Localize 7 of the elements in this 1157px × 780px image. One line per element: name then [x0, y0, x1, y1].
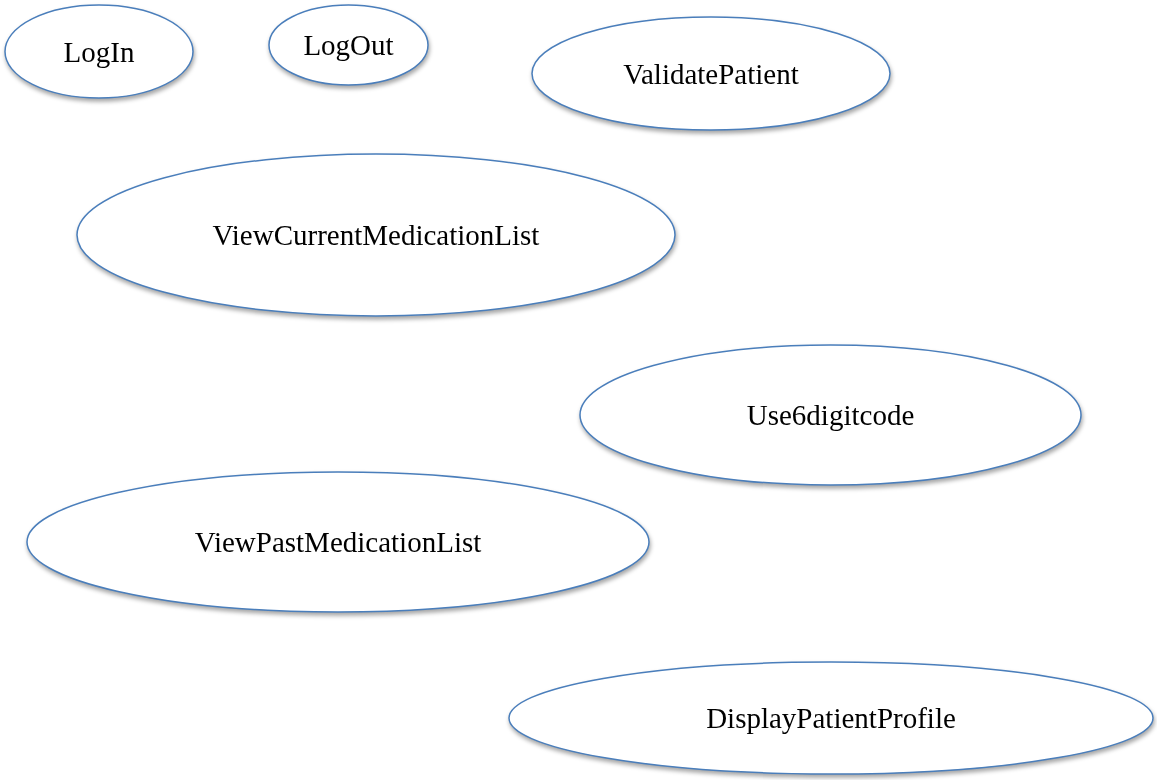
use-case-label: Use6digitcode [745, 398, 916, 432]
use-case-label: DisplayPatientProfile [705, 701, 957, 735]
use-case-label: ViewPastMedicationList [193, 525, 483, 559]
use-case-label: LogIn [62, 35, 136, 68]
use-case-label: LogOut [302, 28, 395, 62]
use-case-label: ValidatePatient [622, 57, 800, 90]
use-case-label: ViewCurrentMedicationList [211, 218, 541, 252]
